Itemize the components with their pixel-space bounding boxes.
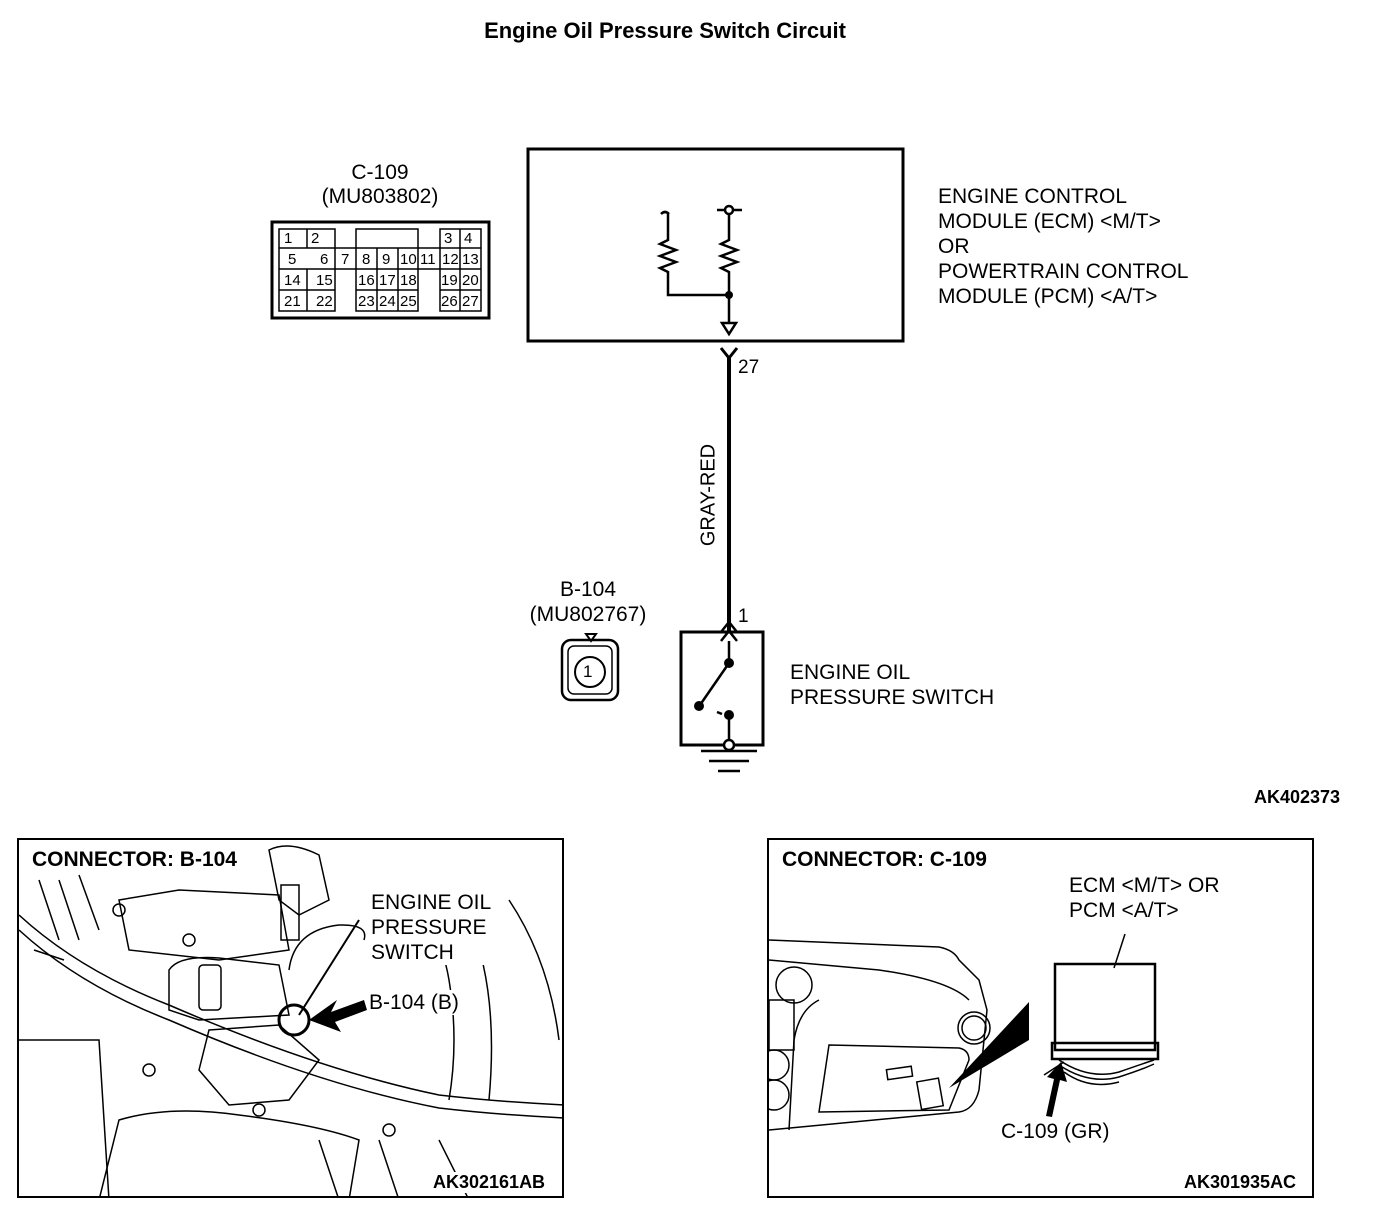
c109-part-number: (MU803802) xyxy=(321,185,439,208)
c109-pin-1: 1 xyxy=(284,230,293,247)
c109-pin-22: 22 xyxy=(316,293,333,310)
panel-c109-heading: CONNECTOR: C-109 xyxy=(782,848,987,871)
ground-icon xyxy=(701,749,757,773)
c109-pin-20: 20 xyxy=(462,272,479,289)
c109-pin-2: 2 xyxy=(311,230,320,247)
c109-pin-17: 17 xyxy=(379,272,396,289)
ecm-label-line: POWERTRAIN CONTROL xyxy=(938,260,1189,283)
panel-b104-heading: CONNECTOR: B-104 xyxy=(32,848,237,872)
c109-pin-18: 18 xyxy=(400,272,417,289)
junction-dot xyxy=(725,291,733,299)
ecm-label: ENGINE CONTROL MODULE (ECM) <M/T> OR POW… xyxy=(938,184,1188,309)
resistor-right xyxy=(717,214,741,322)
c109-pin-4: 4 xyxy=(464,230,473,247)
supply-terminal-icon xyxy=(723,204,735,216)
panel-b104: CONNECTOR: B-104 ENGINE OIL PRESSURE SWI… xyxy=(17,838,564,1198)
c109-pin-21: 21 xyxy=(284,293,301,310)
panel-b104-callout: ENGINE OIL PRESSURE SWITCH xyxy=(371,890,492,965)
figure-id-main: AK402373 xyxy=(1254,787,1341,807)
callout-line: PRESSURE xyxy=(371,916,487,939)
c109-pin-15: 15 xyxy=(316,272,333,289)
c109-pin-5: 5 xyxy=(288,251,297,268)
c109-pin-11: 11 xyxy=(420,251,436,268)
ground-triangle-icon xyxy=(719,321,739,337)
c109-pin-3: 3 xyxy=(444,230,453,247)
switch-label: ENGINE OIL PRESSURE SWITCH xyxy=(790,660,994,710)
c109-pin-14: 14 xyxy=(284,272,301,289)
resistor-left xyxy=(656,210,729,297)
c109-pin-26: 26 xyxy=(441,293,458,310)
ecm-label-line: ENGINE CONTROL xyxy=(938,185,1128,208)
ecm-terminal-number: 27 xyxy=(738,357,760,378)
wire-color-label: GRAY-RED xyxy=(697,443,720,547)
panel-b104-figure-id: AK302161AB xyxy=(433,1172,546,1193)
callout-line: PCM <A/T> xyxy=(1069,899,1179,922)
diagram-title: Engine Oil Pressure Switch Circuit xyxy=(484,18,846,43)
callout-line: ENGINE OIL xyxy=(371,891,492,914)
c109-pin-8: 8 xyxy=(362,251,371,268)
panel-b104-location-label: B-104 (B) xyxy=(369,990,459,1015)
c109-pin-16: 16 xyxy=(358,272,375,289)
connector-b104-face xyxy=(560,633,620,702)
c109-pin-13: 13 xyxy=(462,251,479,268)
panel-c109-figure-id: AK301935AC xyxy=(1184,1172,1297,1192)
b104-part-number: (MU802767) xyxy=(529,603,647,626)
panel-c109-callout: ECM <M/T> OR PCM <A/T> xyxy=(1069,873,1220,923)
b104-pin-number: 1 xyxy=(583,662,593,681)
ecm-box xyxy=(526,147,905,343)
switch-contact-arm xyxy=(698,662,731,706)
c109-pin-25: 25 xyxy=(400,293,417,310)
switch-label-line: ENGINE OIL xyxy=(790,661,911,684)
c109-name: C-109 xyxy=(351,161,409,184)
ecm-label-line: MODULE (PCM) <A/T> xyxy=(938,285,1158,308)
ecm-label-line: MODULE (ECM) <M/T> xyxy=(938,210,1161,233)
callout-line: ECM <M/T> OR xyxy=(1069,874,1220,897)
callout-line: SWITCH xyxy=(371,941,454,964)
c109-pin-23: 23 xyxy=(358,293,375,310)
panel-c109: CONNECTOR: C-109 ECM <M/T> OR PCM <A/T> … xyxy=(767,838,1314,1198)
panel-c109-location-label: C-109 (GR) xyxy=(1001,1120,1110,1143)
c109-pin-24: 24 xyxy=(379,293,396,310)
c109-pin-10: 10 xyxy=(400,251,417,268)
c109-pin-7: 7 xyxy=(341,251,350,268)
dashboard-illustration xyxy=(769,933,1160,1131)
b104-name: B-104 xyxy=(559,578,617,601)
ecm-label-line: OR xyxy=(938,235,970,258)
connector-c109-face xyxy=(270,220,491,320)
c109-pin-27: 27 xyxy=(462,293,479,310)
switch-label-line: PRESSURE SWITCH xyxy=(790,686,995,709)
c109-pin-9: 9 xyxy=(382,251,391,268)
c109-pin-12: 12 xyxy=(442,251,459,268)
c109-pin-6: 6 xyxy=(320,251,329,268)
c109-pin-19: 19 xyxy=(441,272,458,289)
switch-terminal-number: 1 xyxy=(738,606,749,627)
switch-box xyxy=(679,630,765,747)
